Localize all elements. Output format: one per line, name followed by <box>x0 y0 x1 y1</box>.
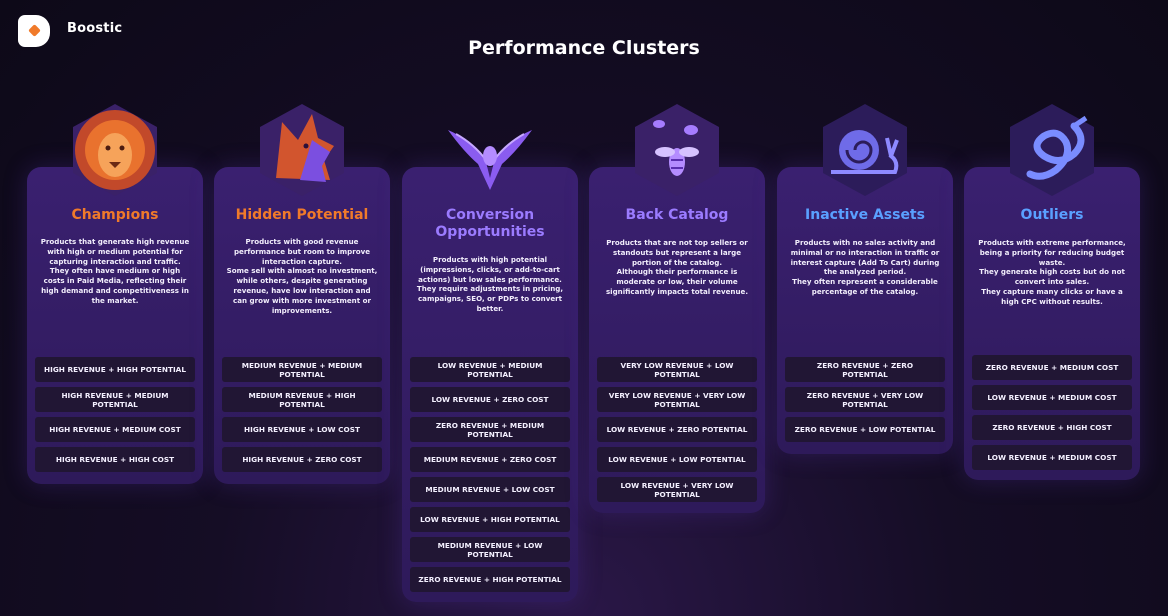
cluster-tag: HIGH REVENUE + MEDIUM POTENTIAL <box>35 387 195 412</box>
cluster-tag: LOW REVENUE + ZERO POTENTIAL <box>597 417 757 442</box>
cluster-tag: LOW REVENUE + LOW POTENTIAL <box>597 447 757 472</box>
cluster-tag: VERY LOW REVENUE + VERY LOW POTENTIAL <box>597 387 757 412</box>
cluster-tag: HIGH REVENUE + MEDIUM COST <box>35 417 195 442</box>
cluster-description: Products with high potential (impression… <box>416 255 564 313</box>
snake-icon <box>1004 100 1100 200</box>
snail-icon <box>817 100 913 200</box>
cluster-card-back-catalog: Back Catalog Products that are not top s… <box>589 104 765 513</box>
cluster-card-outliers: Outliers Products with extreme performan… <box>964 104 1140 480</box>
cluster-title: Outliers <box>1020 207 1084 223</box>
cluster-tag: HIGH REVENUE + HIGH POTENTIAL <box>35 357 195 382</box>
cluster-description: Products that are not top sellers or sta… <box>605 238 749 296</box>
brand-name: Boostic <box>67 21 123 36</box>
boostic-logo[interactable] <box>18 15 50 47</box>
cluster-description: Products with good revenue performance b… <box>226 237 378 315</box>
cluster-tag: HIGH REVENUE + ZERO COST <box>222 447 382 472</box>
cluster-tag: ZERO REVENUE + ZERO POTENTIAL <box>785 357 945 382</box>
cluster-tag: MEDIUM REVENUE + ZERO COST <box>410 447 570 472</box>
page-title: Performance Clusters <box>468 37 700 59</box>
cluster-title: Inactive Assets <box>805 207 925 223</box>
cluster-tags: VERY LOW REVENUE + LOW POTENTIAL VERY LO… <box>597 357 757 507</box>
cluster-card-hidden-potential: Hidden Potential Products with good reve… <box>214 104 390 484</box>
cluster-tag: LOW REVENUE + MEDIUM COST <box>972 385 1132 410</box>
bees-icon <box>629 100 725 200</box>
cluster-card-conversion-opportunities: Conversion Opportunities Products with h… <box>402 130 578 602</box>
cluster-title: Conversion Opportunities <box>435 207 545 240</box>
cluster-title: Hidden Potential <box>235 207 369 223</box>
cluster-tag: ZERO REVENUE + MEDIUM COST <box>972 355 1132 380</box>
eagle-icon <box>442 100 538 200</box>
cluster-description: Products that generate high revenue with… <box>40 237 190 305</box>
cluster-tag: MEDIUM REVENUE + HIGH POTENTIAL <box>222 387 382 412</box>
lion-icon <box>67 100 163 200</box>
cluster-card-inactive-assets: Inactive Assets Products with no sales a… <box>777 104 953 454</box>
cluster-tag: LOW REVENUE + HIGH POTENTIAL <box>410 507 570 532</box>
cluster-tag: VERY LOW REVENUE + LOW POTENTIAL <box>597 357 757 382</box>
cluster-card-champions: Champions Products that generate high re… <box>27 104 203 484</box>
cluster-tag: LOW REVENUE + MEDIUM COST <box>972 445 1132 470</box>
cluster-tags: ZERO REVENUE + MEDIUM COST LOW REVENUE +… <box>972 355 1132 475</box>
cluster-title: Champions <box>71 207 159 223</box>
cluster-description: Products with no sales activity and mini… <box>790 238 940 296</box>
cluster-title: Back Catalog <box>625 207 729 223</box>
cluster-tag: LOW REVENUE + ZERO COST <box>410 387 570 412</box>
cluster-tag: ZERO REVENUE + VERY LOW POTENTIAL <box>785 387 945 412</box>
cluster-tag: LOW REVENUE + MEDIUM POTENTIAL <box>410 357 570 382</box>
cluster-tag: MEDIUM REVENUE + LOW COST <box>410 477 570 502</box>
cluster-tag: MEDIUM REVENUE + MEDIUM POTENTIAL <box>222 357 382 382</box>
cluster-tag: HIGH REVENUE + LOW COST <box>222 417 382 442</box>
cluster-description: Products with extreme performance, being… <box>978 238 1126 306</box>
cluster-tag: ZERO REVENUE + MEDIUM POTENTIAL <box>410 417 570 442</box>
cluster-tags: ZERO REVENUE + ZERO POTENTIAL ZERO REVEN… <box>785 357 945 447</box>
cluster-tags: MEDIUM REVENUE + MEDIUM POTENTIAL MEDIUM… <box>222 357 382 477</box>
cluster-tag: ZERO REVENUE + HIGH POTENTIAL <box>410 567 570 592</box>
cluster-tags: LOW REVENUE + MEDIUM POTENTIAL LOW REVEN… <box>410 357 570 597</box>
cluster-tag: HIGH REVENUE + HIGH COST <box>35 447 195 472</box>
cluster-tag: MEDIUM REVENUE + LOW POTENTIAL <box>410 537 570 562</box>
cluster-tag: ZERO REVENUE + HIGH COST <box>972 415 1132 440</box>
cluster-tags: HIGH REVENUE + HIGH POTENTIAL HIGH REVEN… <box>35 357 195 477</box>
cluster-tag: LOW REVENUE + VERY LOW POTENTIAL <box>597 477 757 502</box>
cluster-tag: ZERO REVENUE + LOW POTENTIAL <box>785 417 945 442</box>
wolf-icon <box>254 100 350 200</box>
